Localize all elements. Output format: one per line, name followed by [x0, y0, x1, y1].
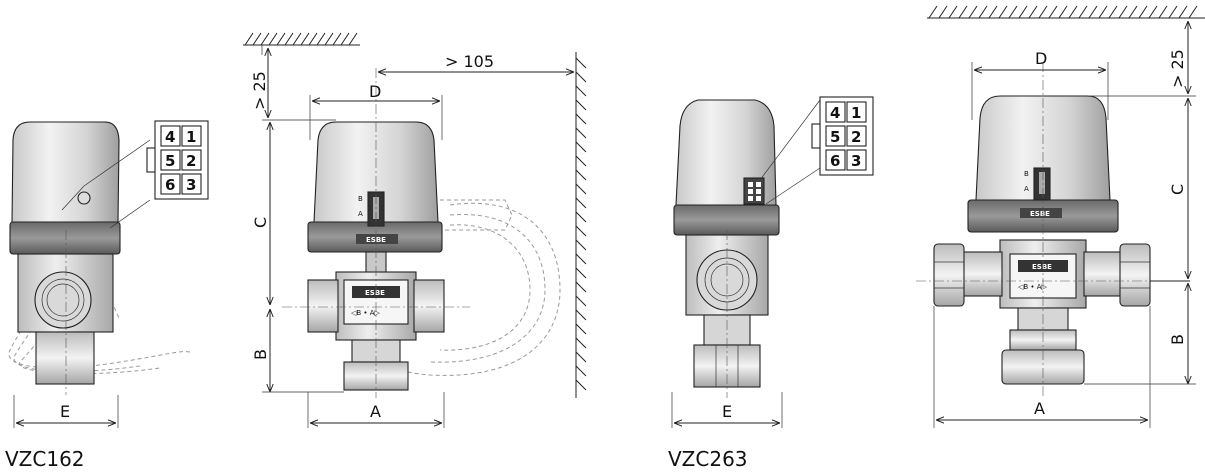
pin-label: 5 [830, 128, 840, 146]
dim-label-b: B [251, 349, 270, 360]
dim-clearance-top: > 25 [1168, 49, 1187, 88]
right-compression-nut [1119, 243, 1151, 307]
actuator-cap [11, 121, 120, 223]
dim-clearance-top: > 25 [250, 71, 269, 110]
port-direction-label: ◁B • A▷ [1018, 283, 1048, 291]
port-b-mark: B [358, 195, 363, 203]
model-label-vzc263: VZC263 [668, 447, 748, 471]
pin-label: 5 [165, 152, 175, 170]
dim-label-e: E [722, 402, 732, 421]
brand-plate [356, 234, 398, 244]
pin-label: 2 [186, 152, 196, 170]
vzc162-front-view: B A ESBE ESBE ◁B • A▷ > 25 C B D > 105 [243, 32, 587, 428]
dim-label-c: C [1168, 184, 1187, 195]
pin-label: 4 [165, 128, 175, 146]
left-compression-nut [933, 243, 965, 307]
pin-label: 2 [851, 128, 861, 146]
pin-label: 6 [830, 152, 840, 170]
ceiling-hatch [244, 32, 358, 46]
brand-plate [1020, 208, 1062, 218]
pin-label: 3 [186, 176, 196, 194]
left-pipe [959, 251, 1003, 297]
port-a-mark: A [1024, 185, 1029, 193]
vzc263-front-view: B A ESBE ESBE ◁B • A▷ D > 25 C B [916, 5, 1205, 428]
dim-label-e: E [60, 402, 70, 421]
pin-label: 6 [165, 176, 175, 194]
port-a-mark: A [358, 210, 363, 218]
dim-label-a: A [370, 402, 381, 421]
bottom-port [35, 331, 95, 385]
pin-label: 4 [830, 104, 840, 122]
port-opening [34, 271, 92, 329]
vzc162-side-view: E [8, 121, 191, 428]
pin-label: 3 [851, 152, 861, 170]
brand-label: ESBE [366, 236, 386, 244]
ceiling-hatch [928, 5, 1198, 19]
pin-label: 1 [186, 128, 196, 146]
port-b-mark: B [1024, 170, 1029, 178]
left-nut [307, 279, 339, 333]
brand-label: ESBE [365, 289, 385, 297]
wall-hatch [575, 57, 587, 391]
right-nut [413, 279, 445, 333]
brand-label: ESBE [1032, 263, 1052, 271]
dim-label-d: D [1035, 49, 1047, 68]
port-direction-label: ◁B • A▷ [351, 309, 381, 317]
vzc263-side-view: E [671, 99, 821, 428]
connector-pinout-vzc162: 4 1 5 2 6 3 [146, 120, 209, 200]
model-label-vzc162: VZC162 [5, 447, 85, 471]
actuator-base [9, 221, 121, 255]
right-pipe [1083, 251, 1127, 297]
dim-label-a: A [1034, 399, 1045, 418]
connector-pinout-vzc263: 4 1 5 2 6 3 [811, 96, 874, 176]
actuator-base [673, 204, 780, 236]
dim-clearance-side: > 105 [445, 52, 494, 71]
dim-label-b: B [1168, 334, 1187, 345]
dim-label-c: C [251, 217, 270, 228]
dim-label-d: D [369, 82, 381, 101]
pin-label: 1 [851, 104, 861, 122]
brand-label: ESBE [1030, 210, 1050, 218]
